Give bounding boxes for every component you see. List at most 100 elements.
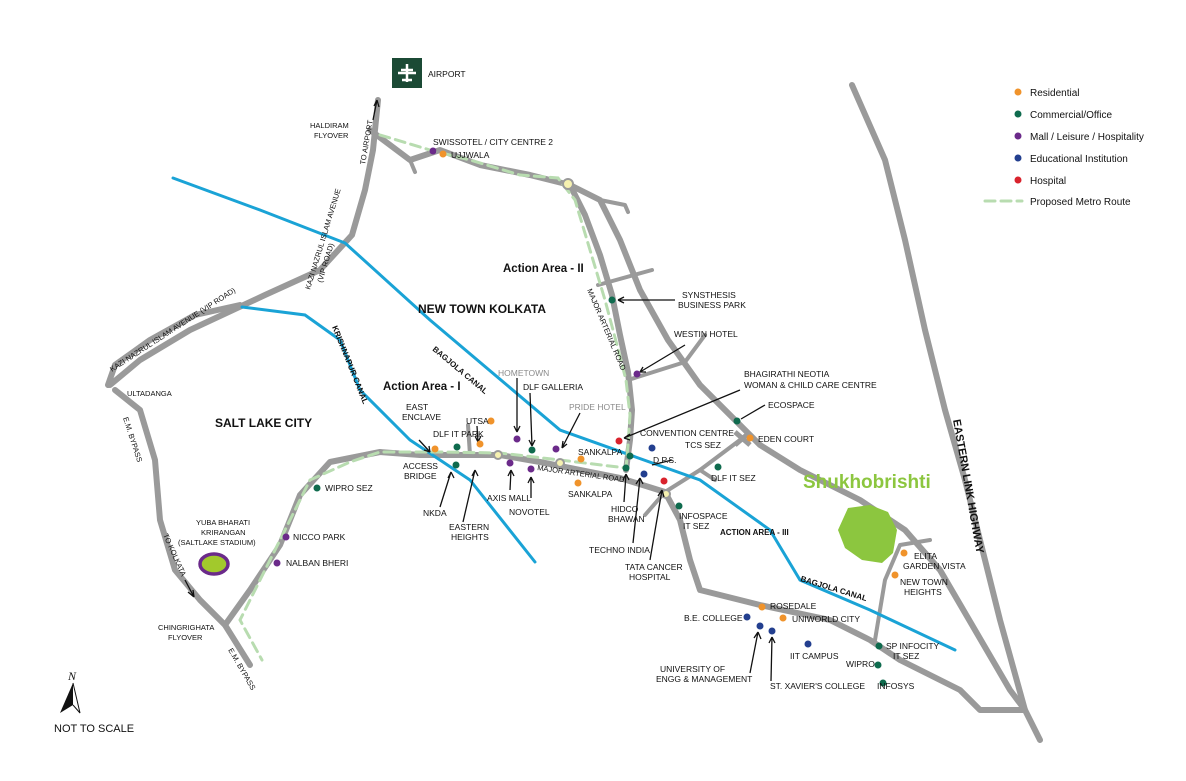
place-label-infospace-2: IT SEZ [683, 521, 709, 531]
arrow-dps [651, 459, 673, 466]
major-arterial-east-branch [567, 182, 1028, 713]
arrow-nkda [439, 471, 455, 508]
canals [171, 176, 957, 652]
stadium-label-3: (SALTLAKE STADIUM) [178, 538, 256, 547]
place-label-ujjwala: UJJWALA [451, 150, 490, 160]
to-airport-arrow [372, 99, 380, 121]
place-marker-tcs [622, 464, 630, 472]
place-label-tata-2: HOSPITAL [629, 572, 671, 582]
eastern-link-highway [849, 82, 1043, 743]
compass-letter: N [67, 669, 77, 683]
legend-label-educational: Educational Institution [1030, 154, 1128, 165]
arrow-tata [649, 489, 665, 561]
salt-lake-connector [222, 449, 668, 628]
legend-label-residential: Residential [1030, 88, 1079, 99]
arrow-axis [507, 469, 515, 491]
place-marker-pride [552, 445, 560, 453]
place-label-nt-heights-1: NEW TOWN [900, 577, 948, 587]
place-marker-axis [506, 459, 514, 467]
legend-label-commercial: Commercial/Office [1030, 110, 1112, 121]
action-area-3-link-2 [698, 468, 717, 482]
place-label-sankalpa-1: SANKALPA [578, 447, 623, 457]
place-label-eden-court: EDEN COURT [758, 434, 814, 444]
new-town-label: NEW TOWN KOLKATA [418, 302, 546, 316]
place-marker-nkda [452, 461, 460, 469]
place-marker-dps [648, 444, 656, 452]
legend-marker-commercial [1014, 110, 1022, 118]
action-area-3-label: ACTION AREA - III [720, 528, 789, 537]
place-marker-bagirathi [615, 437, 623, 445]
arrow-bagirathi [623, 389, 741, 441]
place-marker-infospace [675, 502, 683, 510]
place-label-rosedale: ROSEDALE [770, 601, 817, 611]
legend-marker-residential [1014, 88, 1022, 96]
place-label-eastern-heights-2: HEIGHTS [451, 532, 489, 542]
arrow-novotel [527, 476, 535, 498]
place-label-convention: CONVENTION CENTRE [640, 428, 734, 438]
junction-action-area-1 [493, 450, 503, 460]
place-label-synthesis-1: SYNSTHESIS [682, 290, 736, 300]
arrow-dlf-galleria [528, 392, 536, 447]
place-label-access-bridge-2: BRIDGE [404, 471, 437, 481]
place-label-pride: PRIDE HOTEL [569, 402, 626, 412]
roads [105, 82, 1043, 743]
place-marker-utsa-2 [476, 440, 484, 448]
north-arrow-icon-outline [72, 682, 81, 714]
place-marker-uem [756, 622, 764, 630]
place-label-nicco: NICCO PARK [293, 532, 346, 542]
place-label-utsa: UTSA [466, 416, 489, 426]
legend-marker-educational [1014, 154, 1022, 162]
place-marker-techno [640, 470, 648, 478]
place-label-nt-heights-2: HEIGHTS [904, 587, 942, 597]
place-label-uniworld: UNIWORLD CITY [792, 614, 860, 624]
action-area-3-road [662, 489, 1028, 713]
vip-road-lower-label: KAZI NAZRUL ISLAM AVENUE (VIP ROAD) [108, 285, 237, 373]
places: SWISSOTEL / CITY CENTRE 2 UJJWALA SYNSTH… [273, 137, 966, 691]
airplane-icon-glyph [398, 64, 416, 82]
scale-note: NOT TO SCALE [54, 723, 134, 735]
place-label-sp-infocity-1: SP INFOCITY [886, 641, 940, 651]
place-label-access-bridge-1: ACCESS [403, 461, 438, 471]
place-marker-utsa [487, 417, 495, 425]
em-bypass-label-1: E.M. BYPASS [121, 416, 144, 463]
legend-marker-mall [1014, 132, 1022, 140]
place-marker-wipro [874, 661, 882, 669]
place-label-sp-infocity-2: IT SEZ [893, 651, 919, 661]
arrow-synthesis [617, 296, 675, 304]
place-label-tata-1: TATA CANCER [625, 562, 683, 572]
haldiram-label-1: HALDIRAM [310, 121, 349, 130]
legend-label-hospital: Hospital [1030, 176, 1066, 187]
stadium-label-2: KRIRANGAN [201, 528, 246, 537]
arrow-xaviers [768, 636, 776, 682]
airport-label: AIRPORT [428, 69, 466, 79]
chingrighata-label-1: CHINGRIGHATA [158, 623, 214, 632]
place-label-east-enclave-2: ENCLAVE [402, 412, 441, 422]
place-label-novotel: NOVOTEL [509, 507, 550, 517]
major-arterial-north [567, 182, 635, 473]
arrow-eastern-heights [462, 469, 479, 523]
action-area-2-label: Action Area - II [503, 263, 584, 275]
place-label-nalban: NALBAN BHERI [286, 558, 348, 568]
place-marker-sankalpa-1 [577, 455, 585, 463]
place-marker-dlf-galleria [528, 446, 536, 454]
arrow-hometown [513, 378, 521, 433]
bagjola-canal-line [171, 176, 957, 652]
place-marker-westin [633, 370, 641, 378]
place-marker-dlf-it-sez [714, 463, 722, 471]
ultadanga-label: ULTADANGA [127, 389, 172, 398]
junctions [493, 178, 752, 499]
place-label-be-college: B.E. COLLEGE [684, 613, 743, 623]
north-arrow-icon [60, 683, 73, 713]
eastern-link-highway-label: EASTERN LINK HIGHWAY [950, 418, 986, 555]
haldiram-spur [408, 158, 417, 174]
place-label-dlf-it-park: DLF IT PARK [433, 429, 484, 439]
road-branch-c [626, 333, 707, 382]
arrow-east-enclave [418, 439, 431, 453]
haldiram-label-2: FLYOVER [314, 131, 349, 140]
compass: N NOT TO SCALE [54, 669, 134, 735]
bagjola-canal-label-2: BAGJOLA CANAL [799, 574, 868, 603]
place-label-iit: IIT CAMPUS [790, 651, 839, 661]
stadium: YUBA BHARATI KRIRANGAN (SALTLAKE STADIUM… [178, 518, 256, 576]
metro-route-line [238, 133, 632, 662]
